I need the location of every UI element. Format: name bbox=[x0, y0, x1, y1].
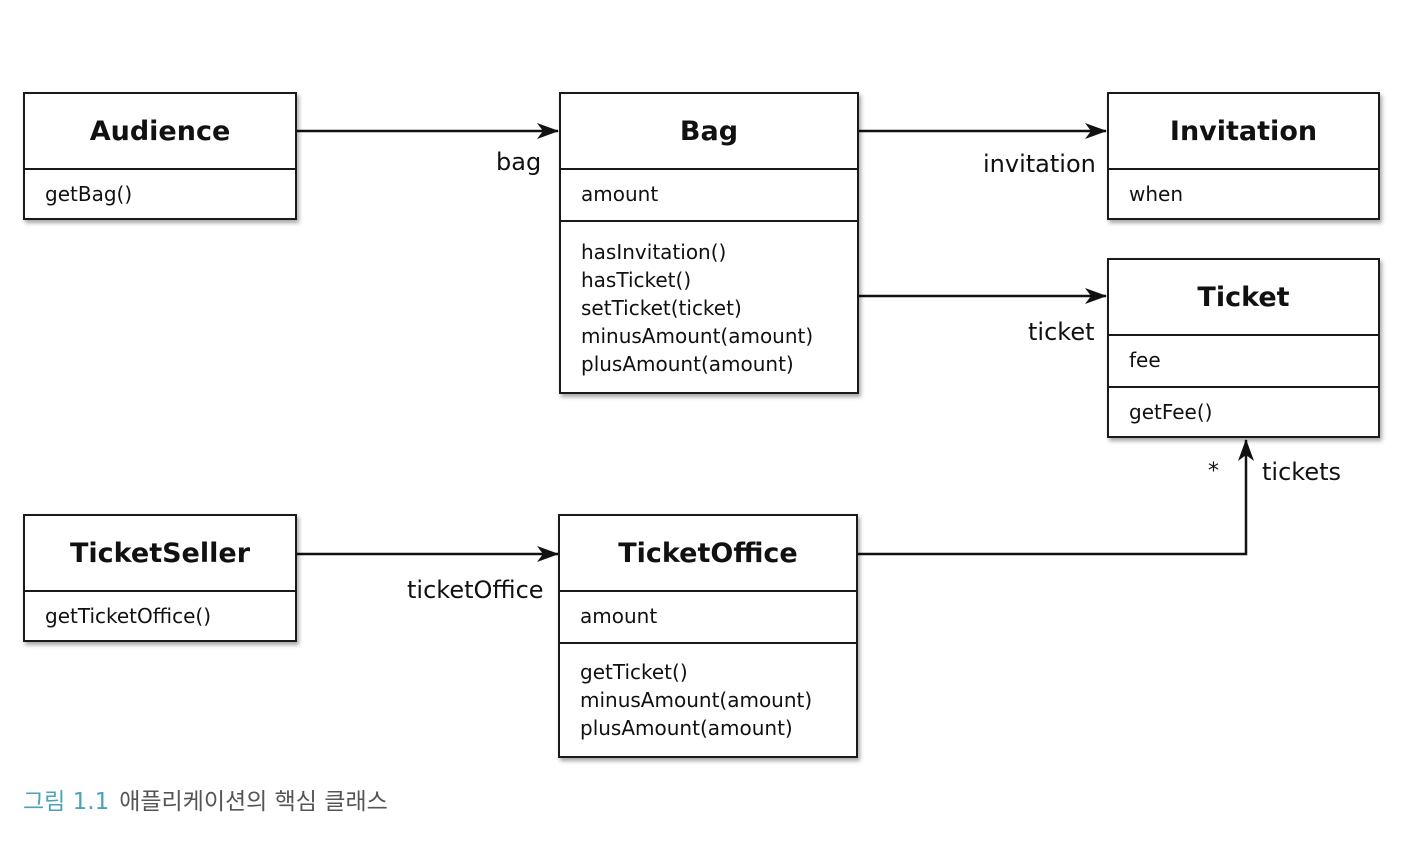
class-name: Audience bbox=[25, 94, 295, 170]
class-name: TicketSeller bbox=[25, 516, 295, 592]
class-methods: getTicket() minusAmount(amount) plusAmou… bbox=[560, 644, 856, 742]
class-audience: Audience getBag() bbox=[23, 92, 297, 220]
class-name: Invitation bbox=[1109, 94, 1378, 170]
method: minusAmount(amount) bbox=[581, 324, 814, 348]
method: getTicketOffice() bbox=[45, 604, 211, 628]
role-label-ticket: ticket bbox=[1028, 318, 1095, 346]
method: hasInvitation() bbox=[581, 240, 727, 264]
class-ticket: Ticket fee getFee() bbox=[1107, 258, 1380, 438]
class-attributes: amount bbox=[561, 170, 857, 222]
method: getBag() bbox=[45, 182, 133, 206]
role-label-bag: bag bbox=[496, 148, 542, 176]
attribute: fee bbox=[1129, 348, 1161, 372]
class-ticketseller: TicketSeller getTicketOffice() bbox=[23, 514, 297, 642]
method: plusAmount(amount) bbox=[581, 352, 794, 376]
class-name: Ticket bbox=[1109, 260, 1378, 336]
role-label-tickets: tickets bbox=[1262, 458, 1341, 486]
class-methods: getTicketOffice() bbox=[25, 592, 295, 630]
class-ticketoffice: TicketOffice amount getTicket() minusAmo… bbox=[558, 514, 858, 758]
method: hasTicket() bbox=[581, 268, 692, 292]
figure-number: 그림 1.1 bbox=[23, 789, 110, 815]
method: getFee() bbox=[1129, 400, 1213, 424]
attribute: amount bbox=[580, 604, 658, 628]
class-attributes: amount bbox=[560, 592, 856, 644]
attribute: when bbox=[1129, 182, 1184, 206]
class-name: Bag bbox=[561, 94, 857, 170]
class-methods: getBag() bbox=[25, 170, 295, 208]
class-attributes: fee bbox=[1109, 336, 1378, 388]
multiplicity-label: * bbox=[1208, 459, 1219, 484]
role-label-ticketoffice: ticketOffice bbox=[407, 576, 544, 604]
class-bag: Bag amount hasInvitation() hasTicket() s… bbox=[559, 92, 859, 394]
role-label-invitation: invitation bbox=[983, 150, 1096, 178]
figure-caption-text: 애플리케이션의 핵심 클래스 bbox=[119, 789, 388, 815]
class-methods: hasInvitation() hasTicket() setTicket(ti… bbox=[561, 222, 857, 378]
method: minusAmount(amount) bbox=[580, 688, 813, 712]
class-methods: getFee() bbox=[1109, 388, 1378, 426]
method: plusAmount(amount) bbox=[580, 716, 793, 740]
ticketoffice-ticket-arrow bbox=[858, 439, 1254, 556]
class-name: TicketOffice bbox=[560, 516, 856, 592]
method: getTicket() bbox=[580, 660, 688, 684]
class-attributes: when bbox=[1109, 170, 1378, 208]
method: setTicket(ticket) bbox=[581, 296, 742, 320]
attribute: amount bbox=[581, 182, 659, 206]
figure-caption: 그림 1.1 애플리케이션의 핵심 클래스 bbox=[23, 782, 388, 816]
class-invitation: Invitation when bbox=[1107, 92, 1380, 220]
